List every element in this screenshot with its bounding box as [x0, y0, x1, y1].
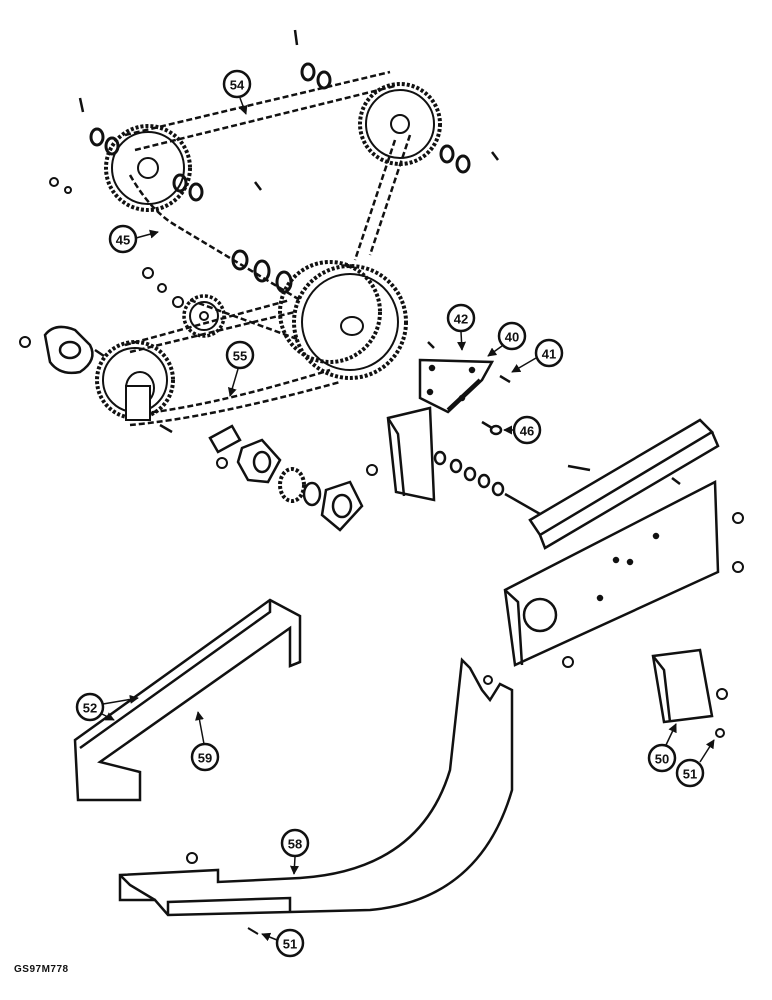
bolt-41: [499, 374, 511, 384]
long-angle-rail: [528, 418, 720, 550]
plate-nuts: [562, 512, 744, 668]
hub-flange: [43, 325, 94, 375]
bearing-assembly: [208, 424, 364, 532]
mounting-angle-bracket: [386, 406, 436, 502]
small-idler-sprocket: [182, 294, 226, 338]
callout-55-label: 55: [233, 349, 247, 364]
callout-58: [280, 828, 310, 875]
callout-40: [487, 321, 527, 357]
callout-45: [108, 224, 159, 254]
callout-59: [190, 711, 220, 772]
callout-42-label: 42: [454, 312, 468, 327]
callout-58-label: 58: [288, 837, 302, 852]
bracket-plate: [418, 358, 495, 414]
channel-58: [118, 657, 514, 917]
callout-55: [225, 340, 255, 397]
pins-and-keys: [78, 29, 499, 434]
upper-right-sprocket: [358, 82, 442, 166]
callout-54-label: 54: [230, 78, 245, 93]
callout-40-label: 40: [505, 330, 519, 345]
callout-50: [647, 723, 677, 773]
callout-51-right-label: 51: [683, 767, 697, 782]
washer-rings: [89, 62, 471, 294]
callout-51-right: [675, 739, 715, 788]
bracket-50: [651, 648, 714, 724]
bracket-50-fasteners: [715, 688, 728, 738]
figure-reference-code: GS97M778: [14, 964, 69, 975]
upper-chain: [124, 70, 412, 302]
channel-59: [73, 598, 302, 802]
main-side-plate: [503, 479, 720, 667]
spacer-stack: [433, 450, 541, 516]
large-double-sprocket: [278, 260, 408, 380]
callout-46-label: 46: [520, 424, 534, 439]
callout-41-label: 41: [542, 347, 556, 362]
bolt-46: [481, 420, 503, 436]
callout-51-bottom: [261, 928, 305, 958]
callout-51-bottom-label: 51: [283, 937, 297, 952]
lower-left-sprocket: [95, 340, 175, 421]
callout-54: [222, 69, 252, 115]
channel-58-fasteners: [186, 675, 493, 935]
callout-52: [75, 692, 139, 722]
small-nuts: [19, 177, 378, 476]
callout-42: [446, 303, 476, 351]
callout-59-label: 59: [198, 751, 212, 766]
callout-50-label: 50: [655, 752, 669, 767]
callout-41: [511, 338, 564, 373]
upper-left-sprocket: [104, 124, 192, 212]
callout-46: [503, 415, 542, 445]
callout-52-label: 52: [83, 701, 97, 716]
callout-labels: 54 45 42 40 41 55 46 52 59 50 51 58 51: [83, 78, 697, 952]
callout-45-label: 45: [116, 233, 130, 248]
callout-group: [75, 69, 715, 958]
